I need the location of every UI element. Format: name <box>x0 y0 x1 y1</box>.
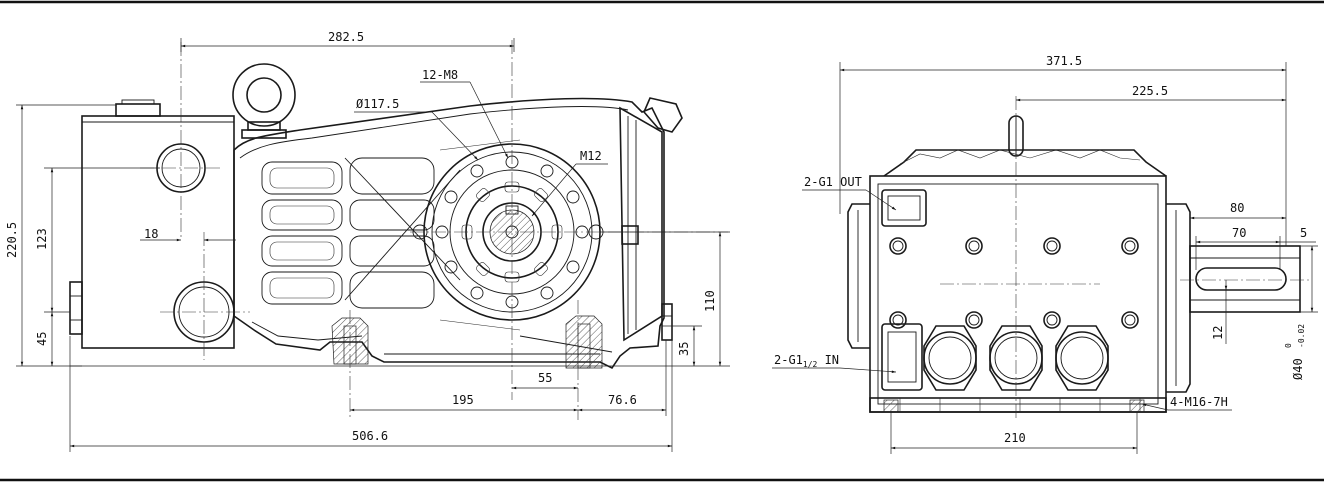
dim-front-tol-lower: -0.02 <box>1297 324 1306 348</box>
callout-bolts: 12-M8 <box>422 68 458 82</box>
dim-side-foot-height: 35 <box>677 342 691 356</box>
dim-side-port-spacing: 123 <box>35 228 49 250</box>
dim-front-foot-spacing: 210 <box>1004 431 1026 445</box>
dim-front-tol-upper: 0 <box>1284 343 1293 348</box>
side-view: 282.5 220.5 123 45 18 110 35 55 <box>5 30 730 452</box>
dim-side-shaft-height: 110 <box>703 290 717 312</box>
dim-side-port-offset: 18 <box>144 227 158 241</box>
dim-front-total-width: 371.5 <box>1046 54 1082 68</box>
callout-outlet: 2-G1 OUT <box>804 175 862 189</box>
dim-front-shaft-diameter: Ø40 <box>1291 358 1305 380</box>
head-bolt-holes <box>889 237 1139 329</box>
dim-front-shaft-length: 80 <box>1230 201 1244 215</box>
front-view: 371.5 225.5 80 70 5 12 Ø40 0 -0.02 210 <box>772 54 1318 454</box>
dim-side-total-length: 506.6 <box>352 429 388 443</box>
dim-side-top-width: 282.5 <box>328 30 364 44</box>
dim-side-height: 220.5 <box>5 222 19 258</box>
callout-mount: 4-M16-7H <box>1170 395 1228 409</box>
dim-front-key-length: 70 <box>1232 226 1246 240</box>
flange-slots <box>461 181 563 283</box>
dim-side-foot-spacing: 195 <box>452 393 474 407</box>
dim-side-foot-end: 76.6 <box>608 393 637 407</box>
dim-side-inlet-height: 45 <box>35 332 49 346</box>
plunger-caps <box>923 325 1109 391</box>
dim-front-key-offset: 5 <box>1300 226 1307 240</box>
callout-center-thread: M12 <box>580 149 602 163</box>
callout-flange-diameter: Ø117.5 <box>356 97 399 111</box>
callout-inlet: 2-G11/2 IN <box>774 353 839 369</box>
dim-side-foot-offset: 55 <box>538 371 552 385</box>
dim-front-shaft-offset: 225.5 <box>1132 84 1168 98</box>
dim-front-key-width: 12 <box>1211 326 1225 340</box>
